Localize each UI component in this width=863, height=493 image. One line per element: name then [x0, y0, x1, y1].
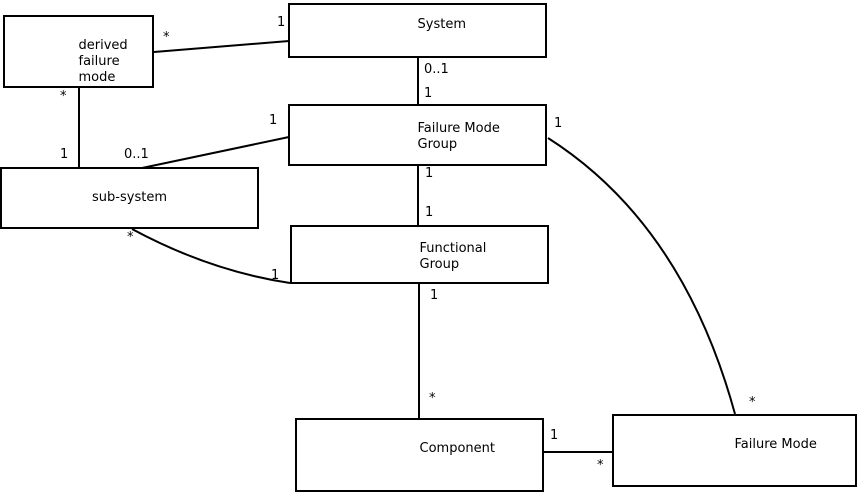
- edge-subsystem-functional-curve: [131, 228, 291, 284]
- mult-system-fmg-at-fmg: 1: [424, 86, 433, 101]
- mult-component-failuremode-at-failuremode: *: [597, 458, 604, 473]
- edge-subsystem-fmg-line: [141, 136, 290, 169]
- mult-subsystem-functional-at-subsystem: *: [127, 230, 134, 245]
- edge-fmg-failuremode-curve: [547, 137, 736, 415]
- mult-subsystem-fmg-at-fmg: 1: [269, 113, 278, 128]
- mult-derived-subsystem-at-subsystem: 1: [60, 147, 69, 162]
- node-system-label: System: [417, 16, 466, 32]
- node-component: Component: [295, 418, 544, 492]
- node-functional-group: Functional Group: [290, 225, 549, 284]
- mult-functional-component-at-component: *: [429, 391, 436, 406]
- node-system: System: [288, 3, 547, 58]
- edge-system-derived-line: [153, 40, 290, 53]
- node-failure-mode-group: Failure Mode Group: [288, 104, 547, 166]
- node-sub-system: sub-system: [0, 167, 259, 229]
- node-component-label: Component: [419, 441, 495, 456]
- mult-system-derived-at-system: 1: [277, 15, 286, 30]
- node-derived-failure-mode: derived failure mode: [3, 15, 154, 88]
- mult-fmg-failuremode-at-fmg: 1: [554, 116, 563, 131]
- mult-fmg-failuremode-at-failuremode: *: [749, 395, 756, 410]
- mult-fmg-functional-at-functional: 1: [425, 205, 434, 220]
- mult-fmg-functional-at-fmg: 1: [425, 166, 434, 181]
- mult-functional-component-at-functional: 1: [430, 288, 439, 303]
- mult-subsystem-fmg-at-subsystem: 0..1: [124, 147, 149, 162]
- node-derived-failure-mode-label: derived failure mode: [78, 37, 128, 85]
- mult-system-derived-at-derived: *: [163, 30, 170, 45]
- mult-component-failuremode-at-component: 1: [550, 428, 559, 443]
- mult-subsystem-functional-at-functional: 1: [271, 268, 280, 283]
- node-failure-mode-label: Failure Mode: [734, 436, 817, 452]
- node-sub-system-label: sub-system: [92, 190, 167, 205]
- mult-system-fmg-at-system: 0..1: [424, 62, 449, 77]
- mult-derived-subsystem-at-derived: *: [60, 89, 67, 104]
- node-failure-mode-group-label: Failure Mode Group: [417, 121, 500, 152]
- node-functional-group-label: Functional Group: [419, 240, 487, 272]
- node-failure-mode: Failure Mode: [612, 414, 857, 487]
